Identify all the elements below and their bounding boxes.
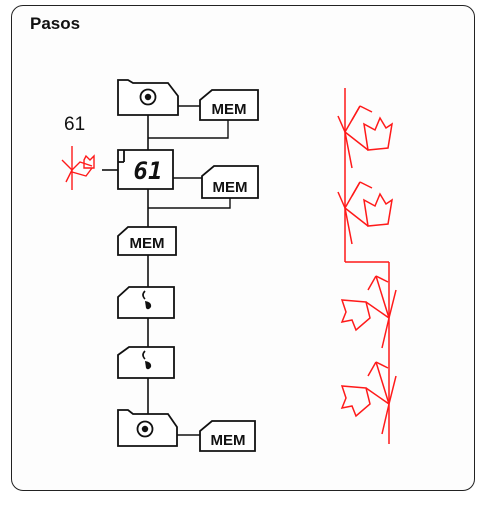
- mem-label: MEM: [130, 235, 165, 252]
- target-icon: [136, 420, 154, 438]
- mirror-icon: [142, 290, 152, 310]
- mem-button-4[interactable]: MEM: [199, 420, 256, 452]
- display-code: 61: [134, 157, 163, 185]
- stitch-sample-icon: [61, 146, 95, 190]
- mem-button[interactable]: MEM: [199, 89, 259, 121]
- mem-label: MEM: [213, 179, 248, 196]
- needle-position-button[interactable]: [117, 79, 179, 116]
- mem-button-2[interactable]: MEM: [201, 165, 259, 199]
- stitch-number-label: 61: [64, 114, 86, 135]
- mem-label: MEM: [212, 101, 247, 118]
- target-icon: [139, 88, 157, 106]
- panel-title: Pasos: [30, 14, 81, 33]
- mem-label: MEM: [211, 432, 246, 449]
- mem-button-3[interactable]: MEM: [117, 226, 177, 256]
- stitch-pattern-icon: [337, 88, 397, 444]
- panel-frame: [11, 5, 475, 491]
- needle-position-button-2[interactable]: [117, 409, 178, 447]
- stitch-display: 61: [117, 149, 174, 190]
- mirror-button-2[interactable]: [117, 346, 175, 379]
- mirror-button-1[interactable]: [117, 286, 175, 319]
- mirror-icon: [142, 350, 152, 370]
